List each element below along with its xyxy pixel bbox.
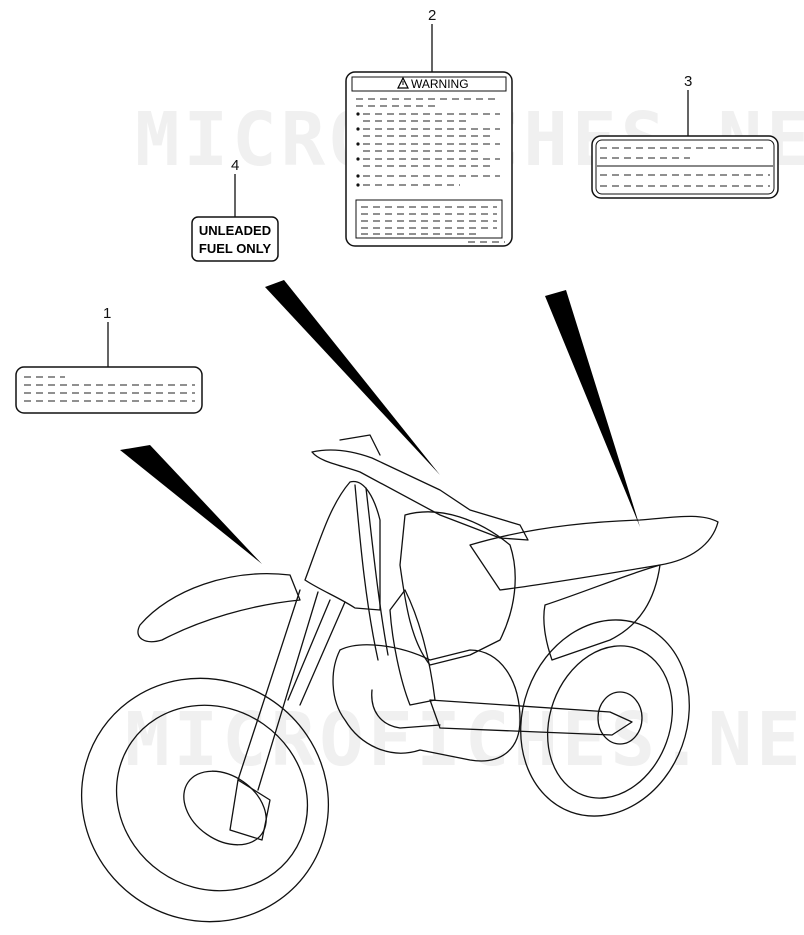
label-1 [15, 366, 203, 414]
label-3 [591, 135, 779, 199]
callout-number-3: 3 [684, 73, 692, 90]
callout-number-2: 2 [428, 7, 436, 24]
pointer-label-3 [545, 290, 640, 527]
pointer-label-1 [120, 445, 262, 564]
motorcycle-outline-icon [80, 434, 719, 923]
warning-label: WARNING [345, 71, 513, 247]
pointer-label-4 [265, 280, 440, 475]
fuel-label-line-2: FUEL ONLY [199, 241, 272, 256]
watermark-bottom: MICROFICHES.NET [125, 697, 804, 783]
warning-title: WARNING [411, 77, 469, 91]
fuel-label: UNLEADED FUEL ONLY [191, 216, 279, 262]
warning-triangle-icon [397, 76, 409, 89]
callout-number-1: 1 [103, 305, 111, 322]
fuel-label-line-1: UNLEADED [199, 223, 271, 238]
callout-number-4: 4 [231, 157, 239, 174]
